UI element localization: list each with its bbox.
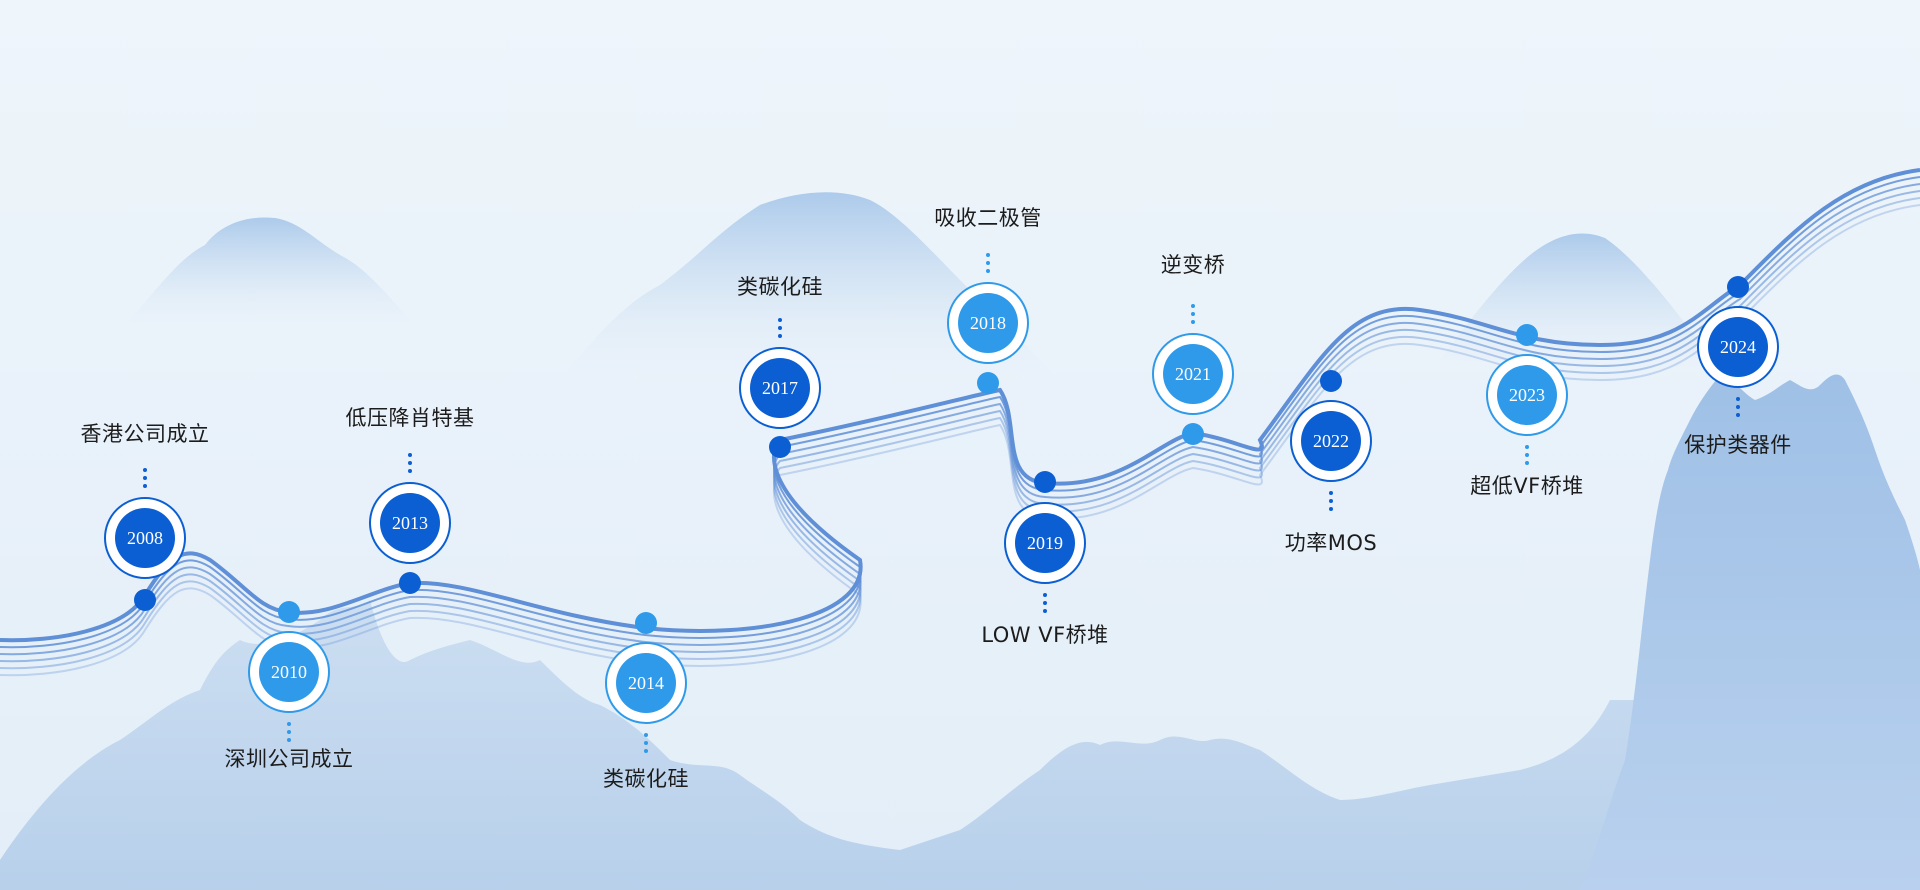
milestone-nodes: 2008 2010 2013 2014 2017 2018 2019 2021 2022 2023… [104,253,1779,753]
ribbon-dot-2013 [399,572,421,594]
milestone-badge-2014[interactable]: 2014 [605,642,687,724]
milestone-year: 2024 [1720,337,1756,357]
milestone-badge-2023[interactable]: 2023 [1486,354,1568,436]
milestone-year: 2023 [1509,385,1545,405]
milestone-badge-2022[interactable]: 2022 [1290,400,1372,482]
leader-dot [1736,413,1740,417]
leader-dot [986,261,990,265]
ribbon-dot-2022 [1320,370,1342,392]
badge-core [1301,411,1361,471]
ribbon-dot-2019 [1034,471,1056,493]
leader-dot [287,722,291,726]
milestone-title-2010: 深圳公司成立 [224,747,354,771]
leader-dot [1525,453,1529,457]
leader-dot [143,484,147,488]
leader-dot [1043,609,1047,613]
leader-dot [287,730,291,734]
leader-dot [1736,397,1740,401]
milestone-year: 2013 [392,513,428,533]
ribbon-dot-2021 [1182,423,1204,445]
badge-core [750,358,810,418]
milestone-year: 2021 [1175,364,1211,384]
leader-dot [1191,304,1195,308]
leader-dot [143,476,147,480]
ribbon-dot-2008 [134,589,156,611]
ribbon-dot-2010 [278,601,300,623]
ribbon-dot-2024 [1727,276,1749,298]
milestone-year: 2018 [970,313,1006,333]
leader-dot [287,738,291,742]
leader-dot [778,318,782,322]
leader-dot [1191,312,1195,316]
milestone-title-2014: 类碳化硅 [603,767,689,791]
ribbon-line [0,183,1920,656]
milestone-title-2021: 逆变桥 [1160,253,1226,277]
milestone-badge-2021[interactable]: 2021 [1152,333,1234,415]
leader-dot [644,733,648,737]
badge-core [1015,513,1075,573]
milestone-year: 2019 [1027,533,1063,553]
badge-core [616,653,676,713]
leader-dot [644,749,648,753]
badge-core [115,508,175,568]
milestone-year: 2017 [762,378,798,398]
milestone-title-2023: 超低VF桥堆 [1470,474,1584,498]
milestone-badge-2013[interactable]: 2013 [369,482,451,564]
milestone-title-2019: LOW VF桥堆 [981,623,1109,647]
badge-core [1163,344,1223,404]
badge-core [1497,365,1557,425]
milestone-year: 2010 [271,662,307,682]
connector-dots [134,276,1749,634]
leader-dot [1525,445,1529,449]
ribbon-dot-2023 [1516,324,1538,346]
milestone-year: 2008 [127,528,163,548]
milestone-badge-2018[interactable]: 2018 [947,282,1029,364]
badge-core [380,493,440,553]
leader-dot [408,453,412,457]
milestone-year: 2022 [1313,431,1349,451]
milestone-badge-2010[interactable]: 2010 [248,631,330,713]
badge-core [259,642,319,702]
leader-dot [1329,499,1333,503]
leader-dot [1043,593,1047,597]
ribbon-dot-2018 [977,372,999,394]
leader-dot [143,468,147,472]
leader-dot [778,326,782,330]
milestone-title-2022: 功率MOS [1284,531,1378,555]
milestone-title-2013: 低压降肖特基 [345,406,475,430]
leader-dot [408,469,412,473]
leader-dot [408,461,412,465]
milestone-badge-2024[interactable]: 2024 [1697,306,1779,388]
milestone-title-2024: 保护类器件 [1684,433,1792,457]
leader-dot [778,334,782,338]
badge-core [958,293,1018,353]
leader-dot [1329,491,1333,495]
milestone-title-2018: 吸收二极管 [934,206,1042,230]
milestone-badge-2019[interactable]: 2019 [1004,502,1086,584]
leader-dot [986,253,990,257]
leader-dot [1191,320,1195,324]
leader-dot [986,269,990,273]
milestone-year: 2014 [628,673,664,693]
badge-core [1708,317,1768,377]
milestone-badge-2008[interactable]: 2008 [104,497,186,579]
milestone-title-2008: 香港公司成立 [80,422,210,446]
milestone-title-2017: 类碳化硅 [737,275,823,299]
mountains-near [0,374,1920,890]
ribbon-dot-2017 [769,436,791,458]
leader-dot [644,741,648,745]
ribbon-dot-2014 [635,612,657,634]
leader-dot [1525,461,1529,465]
leader-dot [1329,507,1333,511]
leader-dot [1043,601,1047,605]
leader-dot [1736,405,1740,409]
milestone-badge-2017[interactable]: 2017 [739,347,821,429]
